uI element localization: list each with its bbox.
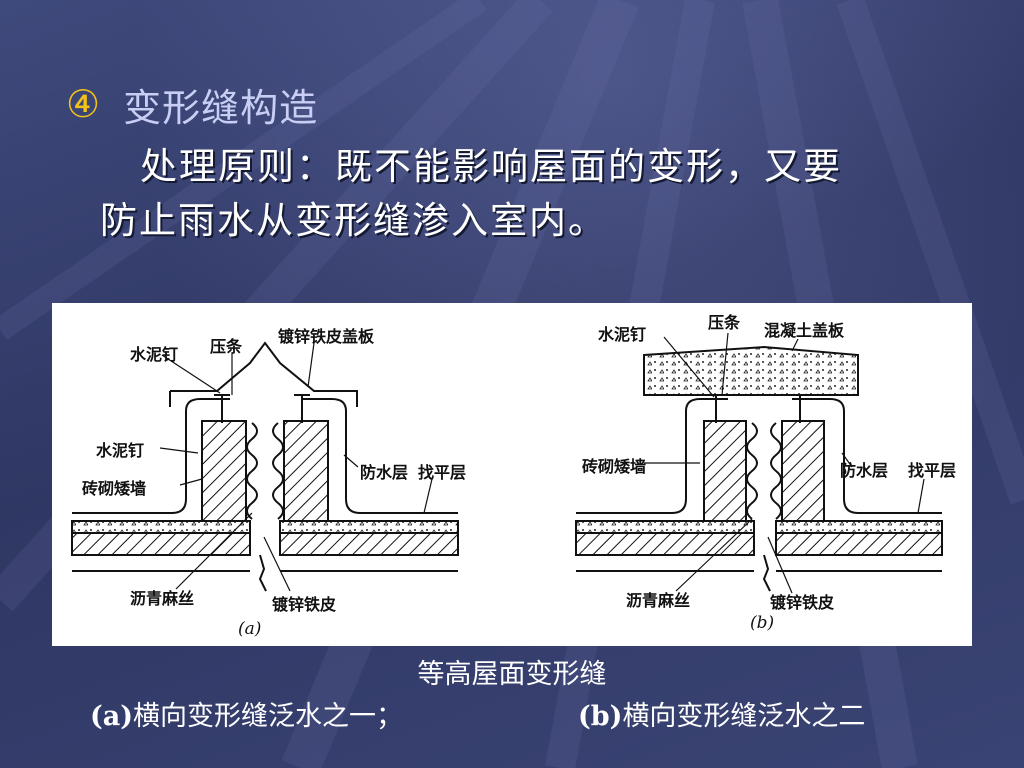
- figure-caption-a: (a)横向变形缝泛水之一；: [90, 694, 403, 733]
- principle-text: 处理原则：既不能影响屋面的变形，又要 防止雨水从变形缝渗入室内。: [100, 140, 980, 248]
- label-a-leveling: 找平层: [418, 463, 467, 482]
- expansion-joint-figure: 水泥钉 压条 镀锌铁皮盖板 水泥钉 砖砌矮墙 防水层 找平层 沥青麻丝 镀锌铁皮…: [52, 303, 972, 646]
- label-b-galv-sheet: 镀锌铁皮: [770, 593, 835, 612]
- label-a-galv-cover: 镀锌铁皮盖板: [278, 327, 375, 346]
- label-a-galv-sheet: 镀锌铁皮: [272, 595, 337, 614]
- figure-caption-title: 等高屋面变形缝: [417, 659, 607, 690]
- label-b-concrete-cover: 混凝土盖板: [764, 321, 845, 340]
- sublabel-a: (a): [238, 619, 262, 639]
- label-a-waterproof: 防水层: [360, 463, 409, 482]
- diagram-a: [71, 341, 459, 592]
- label-a-cement-nail-side: 水泥钉: [96, 441, 145, 460]
- joint-diagrams: [52, 303, 972, 646]
- heading-number: ④: [66, 82, 102, 126]
- caption-b-prefix: (b): [578, 701, 623, 732]
- label-a-brick-wall: 砖砌矮墙: [82, 479, 147, 498]
- label-b-cement-nail: 水泥钉: [598, 325, 647, 344]
- label-b-brick-wall: 砖砌矮墙: [582, 457, 647, 476]
- heading-title: 变形缝构造: [123, 85, 319, 130]
- sublabel-b: (b): [750, 613, 775, 633]
- figure-caption-b: (b)横向变形缝泛水之二: [578, 694, 865, 733]
- label-a-cement-nail-top: 水泥钉: [130, 345, 179, 364]
- label-b-leveling: 找平层: [908, 461, 957, 480]
- caption-b-text: 横向变形缝泛水之二: [622, 701, 866, 732]
- label-b-batten: 压条: [708, 313, 741, 332]
- caption-a-text: 横向变形缝泛水之一；: [133, 701, 404, 732]
- label-b-asphalt-hemp: 沥青麻丝: [626, 591, 691, 610]
- label-a-batten: 压条: [210, 337, 243, 356]
- principle-line-1: 处理原则：既不能影响屋面的变形，又要: [140, 145, 842, 188]
- label-b-waterproof: 防水层: [840, 461, 889, 480]
- caption-a-prefix: (a): [90, 701, 134, 732]
- diagram-b: [575, 332, 943, 594]
- principle-line-2: 防止雨水从变形缝渗入室内。: [100, 199, 607, 242]
- slide-heading: ④ 变形缝构造: [66, 76, 318, 132]
- label-a-asphalt-hemp: 沥青麻丝: [130, 589, 195, 608]
